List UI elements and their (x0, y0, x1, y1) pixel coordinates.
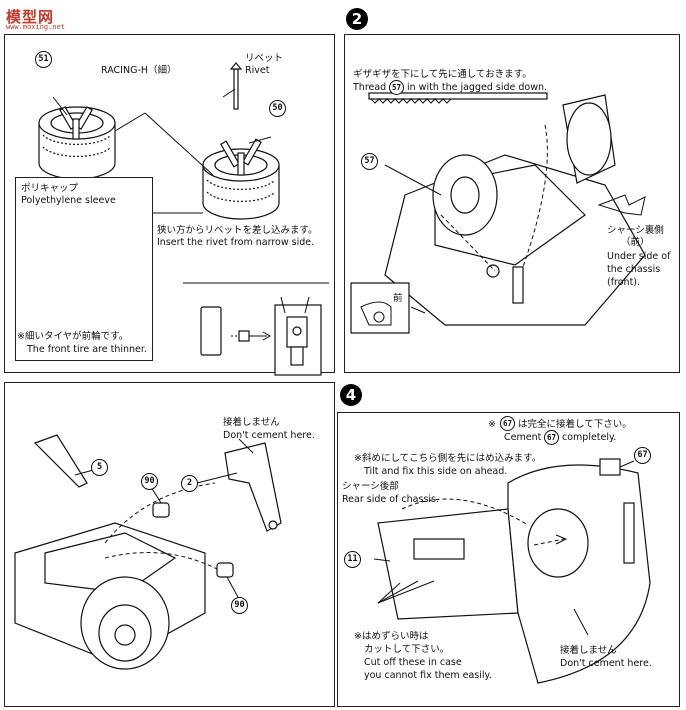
watermark-logo: 模型网 www.moxing.net (4, 6, 76, 31)
sleeve-label-en: Polyethylene sleeve (21, 195, 116, 206)
panel-chassis-front: ギザギザを下にして先に通しておきます。 Thread 57 in with th… (344, 34, 680, 373)
no-cement-label-en: Don't cement here. (560, 658, 652, 669)
cut-note-jp-1: ※はめずらい時は (354, 631, 429, 642)
cut-note-en-2: you cannot fix them easily. (364, 670, 492, 681)
cement-part-67: 67 (500, 416, 515, 431)
part-5-marker: 5 (91, 459, 108, 476)
panel-tire-assembly: 51 50 RACING-H（細） リベット Rivet ポリキャップ Poly… (4, 34, 335, 376)
cement-note-prefix: ※ (488, 419, 496, 430)
step-4-badge: 4 (340, 384, 362, 406)
thread-note-jp: ギザギザを下にして先に通しておきます。 (353, 69, 532, 80)
part-67-marker: 67 (634, 447, 651, 464)
underside-label-en-1: Under side of (607, 251, 671, 262)
part-90a-marker: 90 (141, 473, 158, 490)
rivet-label-en: Rivet (245, 65, 270, 76)
part-57-marker: 57 (361, 153, 378, 170)
part-50-marker: 50 (269, 100, 286, 117)
cut-note-en-1: Cut off these in case (364, 657, 462, 668)
step-2-badge: 2 (346, 8, 368, 30)
thread-part-57: 57 (389, 80, 404, 95)
cement-en-part-number: 67 (546, 433, 557, 442)
part-11-marker: 11 (344, 551, 361, 568)
cement-note-en-start: Cement (504, 432, 542, 443)
panel-chassis-rear: ※ 67 は完全に接着して下さい。 Cement 67 completely. … (337, 412, 680, 707)
thread-note-en-end: in with the jagged side down. (407, 82, 548, 93)
insert-note-jp: 狭い方からリベットを差し込みます。 (157, 225, 318, 236)
rear-side-label-en: Rear side of chassis. (342, 494, 439, 505)
cement-note-jp: は完全に接着して下さい。 (518, 419, 632, 430)
watermark-text: 模型网 (6, 8, 55, 26)
rear-assembly-drawing (14, 434, 282, 670)
tilt-note-en: Tilt and fix this side on ahead. (364, 466, 508, 477)
insert-note-en: Insert the rivet from narrow side. (157, 237, 315, 248)
underside-label-en-3: (front). (607, 277, 641, 288)
front-note-en: The front tire are thinner. (27, 344, 147, 355)
part-2-marker: 2 (181, 475, 198, 492)
tilt-note-jp: ※斜めにしてこちら側を先にはめ込みます。 (354, 453, 542, 464)
chassis-rear-drawing (373, 458, 651, 684)
watermark-url: www.moxing.net (6, 23, 66, 31)
rivet-label-jp: リベット (245, 53, 284, 64)
no-cement-label-jp: 接着しません (560, 645, 617, 656)
sleeve-inset (15, 177, 153, 361)
cut-note-jp-2: カットして下さい。 (364, 644, 450, 655)
thread-note-en-start: Thread (353, 82, 387, 93)
cement-note-en-end: completely. (562, 432, 617, 443)
front-mark-label: 前 (393, 293, 403, 304)
part-51-marker: 51 (35, 51, 52, 68)
no-cement-label-jp: 接着しません (223, 417, 280, 428)
underside-label-en-2: the chassis (607, 264, 661, 275)
no-cement-label-en: Don't cement here. (223, 430, 315, 441)
underside-label-jp: シャーシ裏側 (607, 225, 664, 236)
panel-rear-assembly: 接着しません Don't cement here. 5 90 2 90 (4, 382, 335, 707)
cement-en-part-67: 67 (544, 430, 559, 445)
rear-side-label-jp: シャーシ後部 (342, 481, 399, 492)
underside-label-jp-front: （前） (621, 237, 650, 248)
front-note-jp: ※細いタイヤが前輪です。 (17, 331, 129, 342)
part-90b-marker: 90 (231, 597, 248, 614)
chassis-front-drawing (350, 92, 646, 334)
sleeve-label-jp: ポリキャップ (21, 183, 79, 194)
racing-label: RACING-H（細） (101, 65, 177, 76)
